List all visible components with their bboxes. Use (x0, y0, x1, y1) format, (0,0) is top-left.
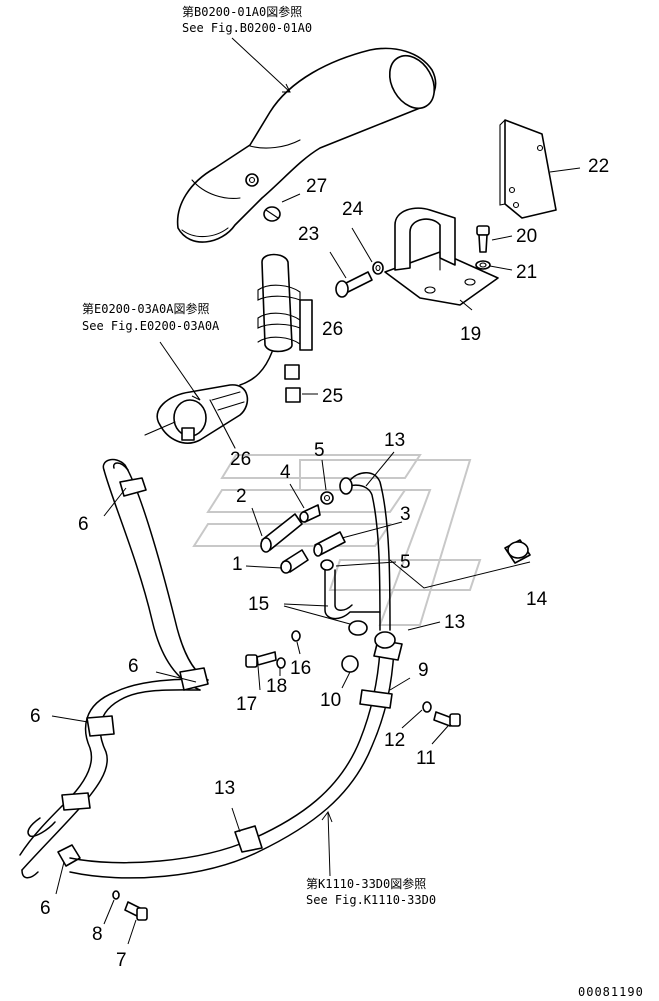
callout-9: 9 (418, 660, 429, 681)
fitting-4-part (299, 504, 321, 523)
callout-17: 17 (236, 694, 257, 715)
bolt-7-part (112, 890, 148, 921)
nut-5-upper-part (320, 491, 334, 505)
callout-14: 14 (526, 589, 548, 610)
callout-15: 15 (248, 594, 269, 615)
spacer-10-part (341, 655, 359, 673)
callout-13-right: 13 (444, 612, 465, 633)
callout-7: 7 (116, 950, 127, 971)
reference-e0200: 第E0200-03A0A図参照 See Fig.E0200-03A0A (82, 301, 220, 333)
fitting-3-part (313, 531, 346, 557)
drawing-code: 00081190 (578, 985, 644, 999)
callout-6-left: 6 (30, 706, 41, 727)
grommet-14-part (504, 539, 531, 564)
callout-5-lower: 5 (400, 552, 411, 573)
reference-b0200: 第B0200-01A0図参照 See Fig.B0200-01A0 (182, 4, 312, 35)
callout-8: 8 (92, 924, 103, 945)
callout-23: 23 (298, 224, 319, 245)
callout-27: 27 (306, 176, 327, 197)
leader-line (209, 399, 236, 449)
callout-21: 21 (516, 262, 537, 283)
pipe-13-part (324, 472, 396, 649)
hose-6-part (19, 458, 209, 879)
bolt-11-part (422, 701, 461, 727)
bolt-17-part (245, 630, 301, 669)
reference-en-text: See Fig.K1110-33D0 (306, 893, 436, 907)
callout-24: 24 (342, 199, 364, 220)
bracket-22-part (499, 119, 557, 219)
callout-13-upper: 13 (384, 430, 405, 451)
reference-en-text: See Fig.E0200-03A0A (82, 319, 220, 333)
callout-3: 3 (400, 504, 411, 525)
receiver-drier-26-part (144, 253, 313, 444)
fitting-2-part (260, 513, 303, 553)
callout-20: 20 (516, 226, 537, 247)
reference-jp-text: 第K1110-33D0図参照 (306, 876, 426, 891)
reference-k1110: 第K1110-33D0図参照 See Fig.K1110-33D0 (306, 876, 436, 907)
callout-22: 22 (588, 156, 609, 177)
fitting-1-part (280, 549, 309, 574)
reference-jp-text: 第B0200-01A0図参照 (182, 4, 302, 19)
callout-2: 2 (236, 486, 247, 507)
callout-19: 19 (460, 324, 481, 345)
callout-6-upper: 6 (78, 514, 89, 535)
bolt-20-part (475, 225, 491, 270)
callout-10: 10 (320, 690, 341, 711)
callout-6-middle: 6 (128, 656, 139, 677)
callout-labels: 27 24 23 22 20 21 19 26 25 26 4 5 13 2 3… (30, 156, 609, 971)
callout-25: 25 (322, 386, 343, 407)
callout-13-lower: 13 (214, 778, 235, 799)
callout-12: 12 (384, 730, 405, 751)
callout-26-upper: 26 (322, 319, 343, 340)
stand-19-part (384, 207, 499, 306)
reference-jp-text: 第E0200-03A0A図参照 (82, 301, 209, 316)
plug-27-part (263, 206, 281, 222)
callout-11: 11 (416, 748, 436, 769)
callout-4: 4 (280, 462, 291, 483)
leader-lines (51, 37, 581, 945)
hose-13-part (69, 639, 403, 879)
callout-6-bottom: 6 (40, 898, 51, 919)
callout-16: 16 (290, 658, 311, 679)
reference-en-text: See Fig.B0200-01A0 (182, 21, 312, 35)
nut-5-lower-part (320, 559, 334, 571)
callout-26-lower: 26 (230, 449, 251, 470)
callout-18: 18 (266, 676, 287, 697)
bolt-23-part (335, 261, 384, 298)
air-duct-part (176, 47, 437, 243)
callout-5-upper: 5 (314, 440, 325, 461)
callout-1: 1 (232, 554, 243, 575)
